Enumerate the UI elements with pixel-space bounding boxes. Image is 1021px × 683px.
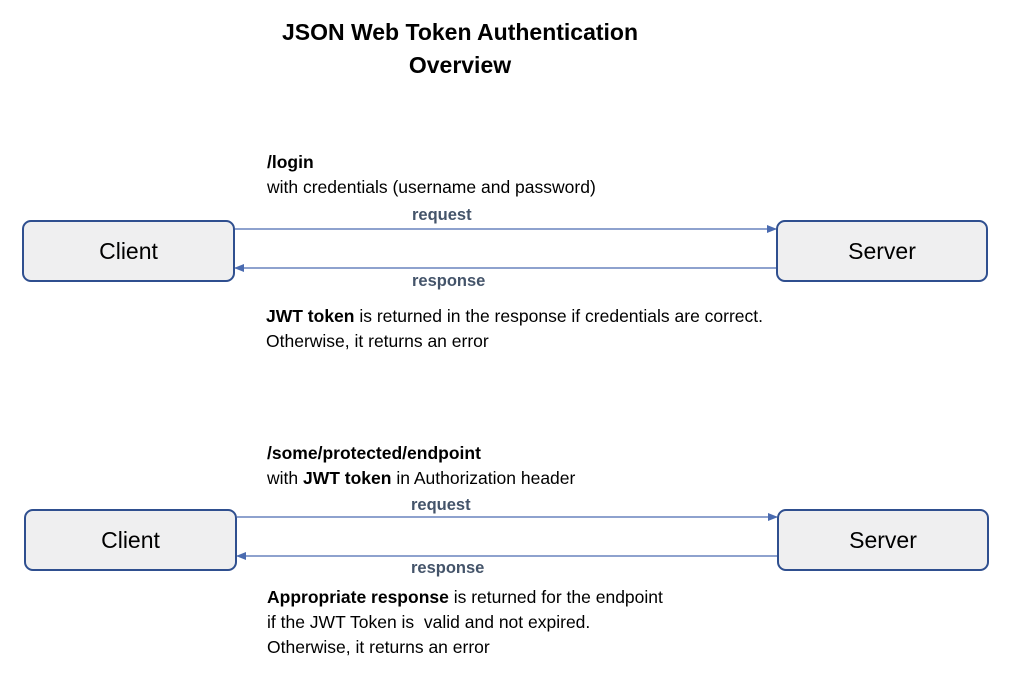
flow2-endpoint-suffix: in Authorization header — [391, 468, 576, 488]
flow1-endpoint-detail: with credentials (username and password) — [267, 177, 596, 197]
flow2-result-line2: if the JWT Token is valid and not expire… — [267, 612, 591, 632]
flow2-result-note: Appropriate response is returned for the… — [267, 585, 663, 660]
flow1-result-bold: JWT token — [266, 306, 355, 326]
flow1-server-box: Server — [776, 220, 988, 282]
diagram-title: JSON Web Token Authentication Overview — [230, 16, 690, 82]
flow1-endpoint-note: /login with credentials (username and pa… — [267, 150, 596, 200]
flow1-client-label: Client — [99, 237, 158, 264]
flow1-response-label: response — [412, 272, 486, 290]
diagram-title-line2: Overview — [408, 52, 512, 78]
flow2-result-rest: is returned for the endpoint — [448, 587, 663, 607]
flow1-endpoint: /login — [267, 152, 314, 172]
flow1-result-note: JWT token is returned in the response if… — [266, 304, 763, 354]
flow1-result-rest: is returned in the response if credentia… — [354, 306, 764, 326]
diagram-title-line1: JSON Web Token Authentication — [281, 19, 639, 45]
flow2-request-label: request — [411, 496, 471, 514]
flow2-endpoint-bold: JWT token — [302, 468, 392, 488]
flow2-endpoint-note: /some/protected/endpoint with JWT token … — [267, 441, 575, 491]
flow2-server-label: Server — [849, 526, 917, 553]
flow1-request-label: request — [412, 206, 472, 224]
flow2-result-line3: Otherwise, it returns an error — [267, 637, 490, 657]
flow1-result-line2: Otherwise, it returns an error — [266, 331, 489, 351]
flow2-result-bold: Appropriate response — [267, 587, 449, 607]
flow2-response-label: response — [411, 559, 485, 577]
flow2-server-box: Server — [777, 509, 989, 571]
flow2-endpoint: /some/protected/endpoint — [267, 443, 481, 463]
flow1-client-box: Client — [22, 220, 235, 282]
flow2-client-label: Client — [101, 526, 160, 553]
flow2-client-box: Client — [24, 509, 237, 571]
flow1-server-label: Server — [848, 237, 916, 264]
flow2-endpoint-prefix: with — [267, 468, 303, 488]
